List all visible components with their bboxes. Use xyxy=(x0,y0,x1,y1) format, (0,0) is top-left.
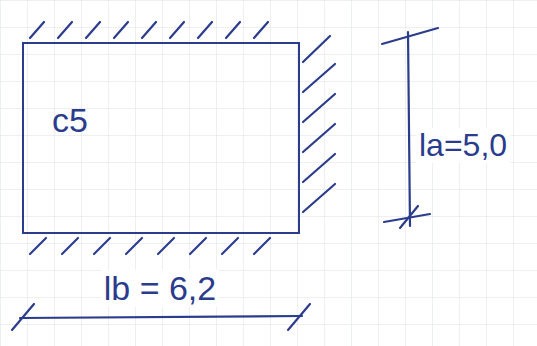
slab-panel: c5 xyxy=(22,42,300,234)
panel-name: c5 xyxy=(52,102,88,139)
right-hatching xyxy=(303,36,335,212)
dimension-label: lb = 6,2 xyxy=(101,270,219,307)
dimension-label: la=5,0 xyxy=(416,128,510,163)
dimension-line-horizontal xyxy=(12,304,310,330)
top-hatching xyxy=(30,22,268,38)
bottom-hatching xyxy=(30,238,270,254)
